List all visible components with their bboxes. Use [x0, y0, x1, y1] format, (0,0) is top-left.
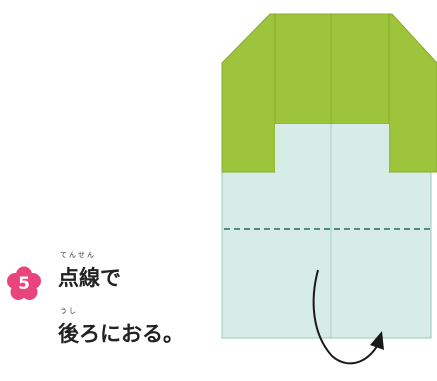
instruction-line-2-text: 後ろにおる。	[58, 322, 184, 346]
fold-back-arrow	[312, 269, 381, 365]
ruby-line-1: てんせん	[60, 251, 96, 259]
arrow-head	[370, 331, 384, 350]
step-number: 5	[18, 274, 30, 294]
flower-icon	[7, 266, 41, 300]
ruby-line-2: うし	[60, 307, 78, 315]
step-badge: 5	[6, 266, 42, 302]
instruction-line-1-text: 点線で	[58, 266, 121, 290]
notch-area	[275, 124, 389, 172]
